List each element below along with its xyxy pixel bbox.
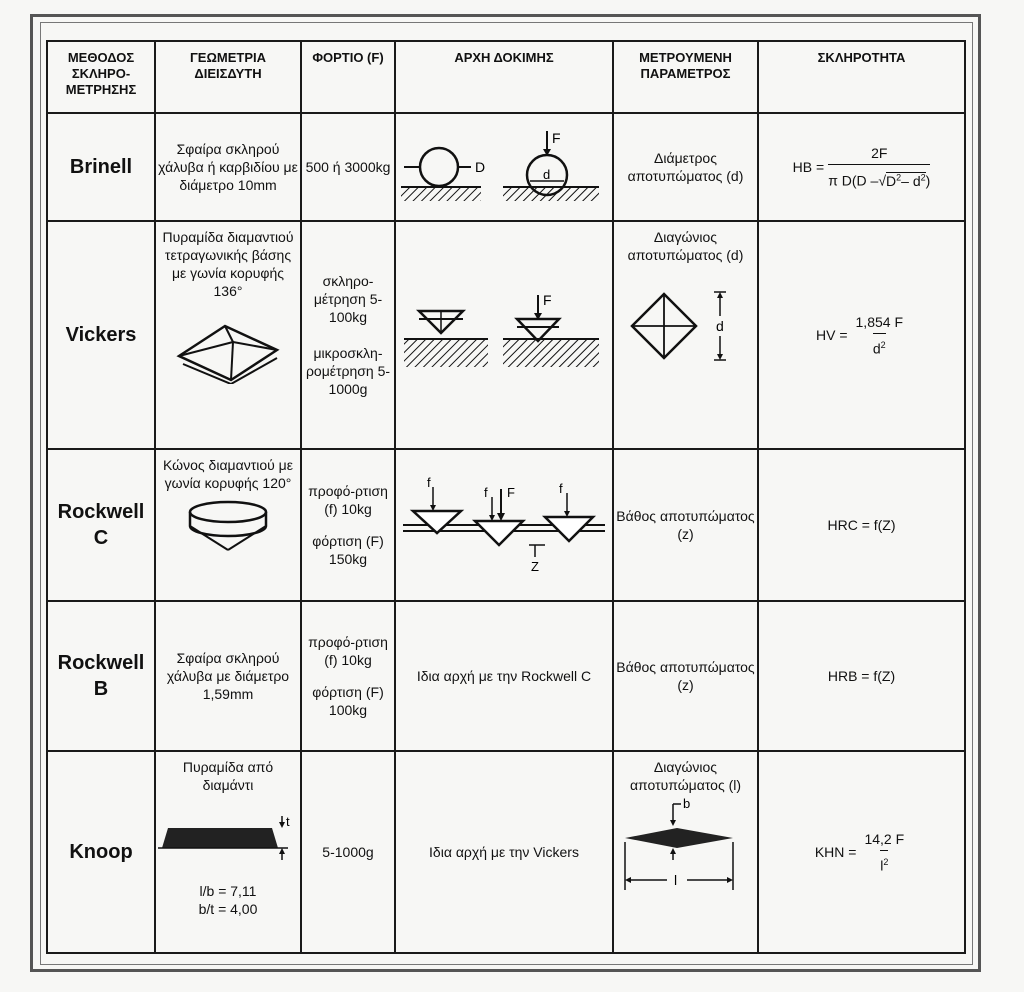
formula-vickers: HV = 1,854 F d2 xyxy=(757,220,966,450)
knoop-ratio-lb: l/b = 7,11 xyxy=(199,883,257,899)
geometry-rockwell-b: Σφαίρα σκληρού χάλυβα με διάμετρο 1,59mm xyxy=(154,600,302,752)
geometry-vickers-text: Πυραμίδα διαμαντιού τετραγωνικής βάσης μ… xyxy=(162,229,294,299)
label-Z: Z xyxy=(531,559,539,574)
load-brinell: 500 ή 3000kg xyxy=(300,112,396,222)
parameter-knoop-text: Διαγώνιος αποτυπώματος (l) xyxy=(629,759,742,793)
method-rockwell-c: Rockwell C xyxy=(46,448,156,602)
parameter-knoop: Διαγώνιος αποτυπώματος (l) b l xyxy=(612,750,759,954)
formula-brinell-lhs: HB = xyxy=(792,159,825,175)
rockwell-c-diagram: f f F f Z xyxy=(403,475,605,574)
formula-brinell-num: 2F xyxy=(871,145,888,162)
formula-brinell: HB = 2F π D(D –√D2– d2) xyxy=(757,112,966,222)
formula-vickers-lhs: HV = xyxy=(816,327,848,343)
principle-brinell: D F d xyxy=(394,112,614,222)
load-vickers: σκληρο-μέτρηση 5-100kg μικροσκλη-ρομέτρη… xyxy=(300,220,396,450)
load-rockwell-b-preload: προφό-ρτιση (f) 10kg xyxy=(308,634,388,668)
header-load: ΦΟΡΤΙΟ (F) xyxy=(300,40,396,114)
header-hardness: ΣΚΛΗΡΟΤΗΤΑ xyxy=(757,40,966,114)
header-principle: ΑΡΧΗ ΔΟΚΙΜΗΣ xyxy=(394,40,614,114)
formula-brinell-den-a: π D xyxy=(828,172,852,189)
label-F: F xyxy=(543,292,552,308)
formula-brinell-den-b: D – xyxy=(856,172,879,189)
formula-rockwell-b: HRB = f(Z) xyxy=(757,600,966,752)
header-geometry: ΓΕΩΜΕΤΡΙΑ ΔΙΕΙΣΔΥΤΗ xyxy=(154,40,302,114)
knoop-indenter-icon: t xyxy=(158,814,290,860)
header-parameter: ΜΕΤΡΟΥΜΕΝΗ ΠΑΡΑΜΕΤΡΟΣ xyxy=(612,40,759,114)
principle-knoop: Ιδια αρχή με την Vickers xyxy=(394,750,614,954)
table-row-vickers: Vickers Πυραμίδα διαμαντιού τετραγωνικής… xyxy=(46,220,966,450)
formula-vickers-num: 1,854 F xyxy=(855,313,903,330)
label-d: d xyxy=(543,167,550,182)
formula-rockwell-c: HRC = f(Z) xyxy=(757,448,966,602)
load-rockwell-c-preload: προφό-ρτιση (f) 10kg xyxy=(308,483,388,517)
parameter-brinell: Διάμετρος αποτυπώματος (d) xyxy=(612,112,759,222)
knoop-ratio-bt: b/t = 4,00 xyxy=(198,901,258,917)
geometry-vickers: Πυραμίδα διαμαντιού τετραγωνικής βάσης μ… xyxy=(154,220,302,450)
load-rockwell-c-load: φόρτιση (F) 150kg xyxy=(312,533,384,567)
table-row-knoop: Knoop Πυραμίδα από διαμάντι t l/b = 7,11… xyxy=(46,750,966,954)
method-knoop: Knoop xyxy=(46,750,156,954)
table-row-rockwell-c: Rockwell C Κώνος διαμαντιού με γωνία κορ… xyxy=(46,448,966,602)
geometry-knoop-text: Πυραμίδα από διαμάντι xyxy=(182,759,274,793)
header-method: ΜΕΘΟΔΟΣ ΣΚΛΗΡΟ-ΜΕΤΡΗΣΗΣ xyxy=(46,40,156,114)
label-b: b xyxy=(683,796,690,811)
label-d: d xyxy=(716,318,724,334)
table-row-rockwell-b: Rockwell B Σφαίρα σκληρού χάλυβα με διάμ… xyxy=(46,600,966,752)
inner-frame xyxy=(40,22,973,965)
method-rockwell-b: Rockwell B xyxy=(46,600,156,752)
method-vickers: Vickers xyxy=(46,220,156,450)
label-F: F xyxy=(552,130,561,146)
method-brinell: Brinell xyxy=(46,112,156,222)
principle-vickers: F xyxy=(394,220,614,450)
load-knoop: 5-1000g xyxy=(300,750,396,954)
formula-knoop-num: 14,2 F xyxy=(864,830,905,847)
cone-icon xyxy=(188,500,268,551)
formula-knoop: KHN = 14,2 F l2 xyxy=(757,750,966,954)
geometry-rockwell-c: Κώνος διαμαντιού με γωνία κορυφής 120° xyxy=(154,448,302,602)
load-rockwell-b-load: φόρτιση (F) 100kg xyxy=(312,684,384,718)
brinell-diagram: D F d xyxy=(401,130,599,201)
principle-rockwell-b: Ιδια αρχή με την Rockwell C xyxy=(394,600,614,752)
outer-frame xyxy=(30,14,981,972)
knoop-indent-icon: b l xyxy=(623,796,734,890)
formula-brinell-den-d: – d xyxy=(901,172,921,189)
formula-knoop-lhs: KHN = xyxy=(814,844,857,860)
formula-knoop-den: l xyxy=(880,857,884,874)
parameter-vickers-text: Διαγώνιος αποτυπώματος (d) xyxy=(627,229,744,263)
parameter-vickers: Διαγώνιος αποτυπώματος (d) d xyxy=(612,220,759,450)
pyramid-icon xyxy=(176,324,280,384)
principle-rockwell-c: f f F f Z xyxy=(394,448,614,602)
formula-brinell-den-c: D xyxy=(886,172,897,189)
load-vickers-macro: σκληρο-μέτρηση 5-100kg xyxy=(313,273,383,325)
parameter-rockwell-b: Βάθος αποτυπώματος (z) xyxy=(612,600,759,752)
geometry-rockwell-c-text: Κώνος διαμαντιού με γωνία κορυφής 120° xyxy=(163,457,293,491)
label-l: l xyxy=(674,872,677,888)
hardness-table: ΜΕΘΟΔΟΣ ΣΚΛΗΡΟ-ΜΕΤΡΗΣΗΣ ΓΕΩΜΕΤΡΙΑ ΔΙΕΙΣΔ… xyxy=(46,40,966,954)
header-row: ΜΕΘΟΔΟΣ ΣΚΛΗΡΟ-ΜΕΤΡΗΣΗΣ ΓΕΩΜΕΤΡΙΑ ΔΙΕΙΣΔ… xyxy=(46,40,966,114)
label-D: D xyxy=(475,159,485,175)
load-vickers-micro: μικροσκλη-ρομέτρηση 5-1000g xyxy=(305,345,391,397)
diamond-indent-icon: d xyxy=(629,291,726,361)
label-f-2: f xyxy=(484,485,488,500)
formula-vickers-den: d xyxy=(872,340,881,357)
label-f-1: f xyxy=(427,475,431,490)
label-f-3: f xyxy=(559,481,563,496)
label-t: t xyxy=(286,814,290,829)
vickers-diagram: F xyxy=(404,292,599,367)
geometry-brinell: Σφαίρα σκληρού χάλυβα ή καρβιδίου με διά… xyxy=(154,112,302,222)
label-F: F xyxy=(507,485,515,500)
parameter-rockwell-c: Βάθος αποτυπώματος (z) xyxy=(612,448,759,602)
table-row-brinell: Brinell Σφαίρα σκληρού χάλυβα ή καρβιδίο… xyxy=(46,112,966,222)
load-rockwell-c: προφό-ρτιση (f) 10kg φόρτιση (F) 150kg xyxy=(300,448,396,602)
geometry-knoop: Πυραμίδα από διαμάντι t l/b = 7,11 b/t =… xyxy=(154,750,302,954)
load-rockwell-b: προφό-ρτιση (f) 10kg φόρτιση (F) 100kg xyxy=(300,600,396,752)
